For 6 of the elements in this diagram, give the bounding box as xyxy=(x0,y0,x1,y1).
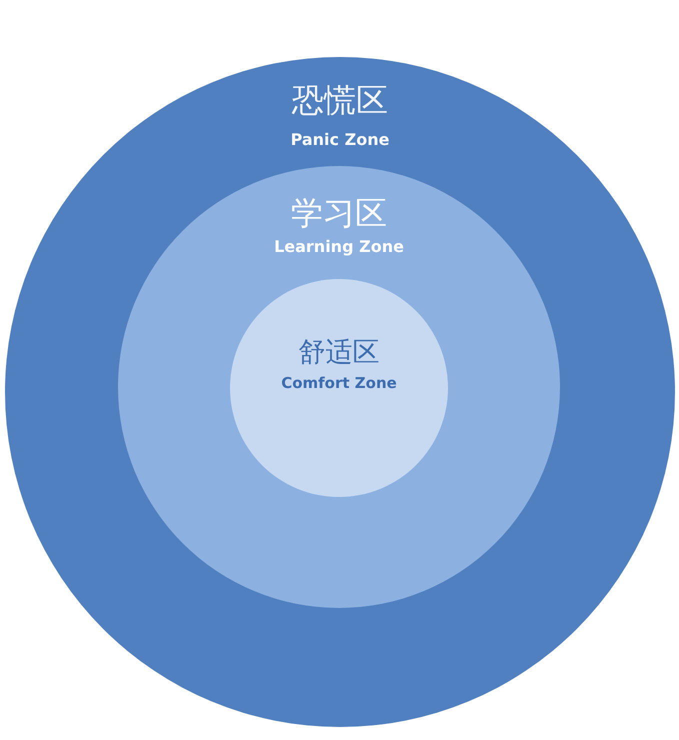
zone-title: 学习区 xyxy=(291,194,387,232)
zone-title: 恐慌区 xyxy=(292,81,388,119)
zone-title: 舒适区 xyxy=(298,337,380,369)
zone-subtitle: Comfort Zone xyxy=(281,373,397,394)
zone-subtitle: Panic Zone xyxy=(290,129,390,151)
zone-subtitle: Learning Zone xyxy=(274,236,404,258)
